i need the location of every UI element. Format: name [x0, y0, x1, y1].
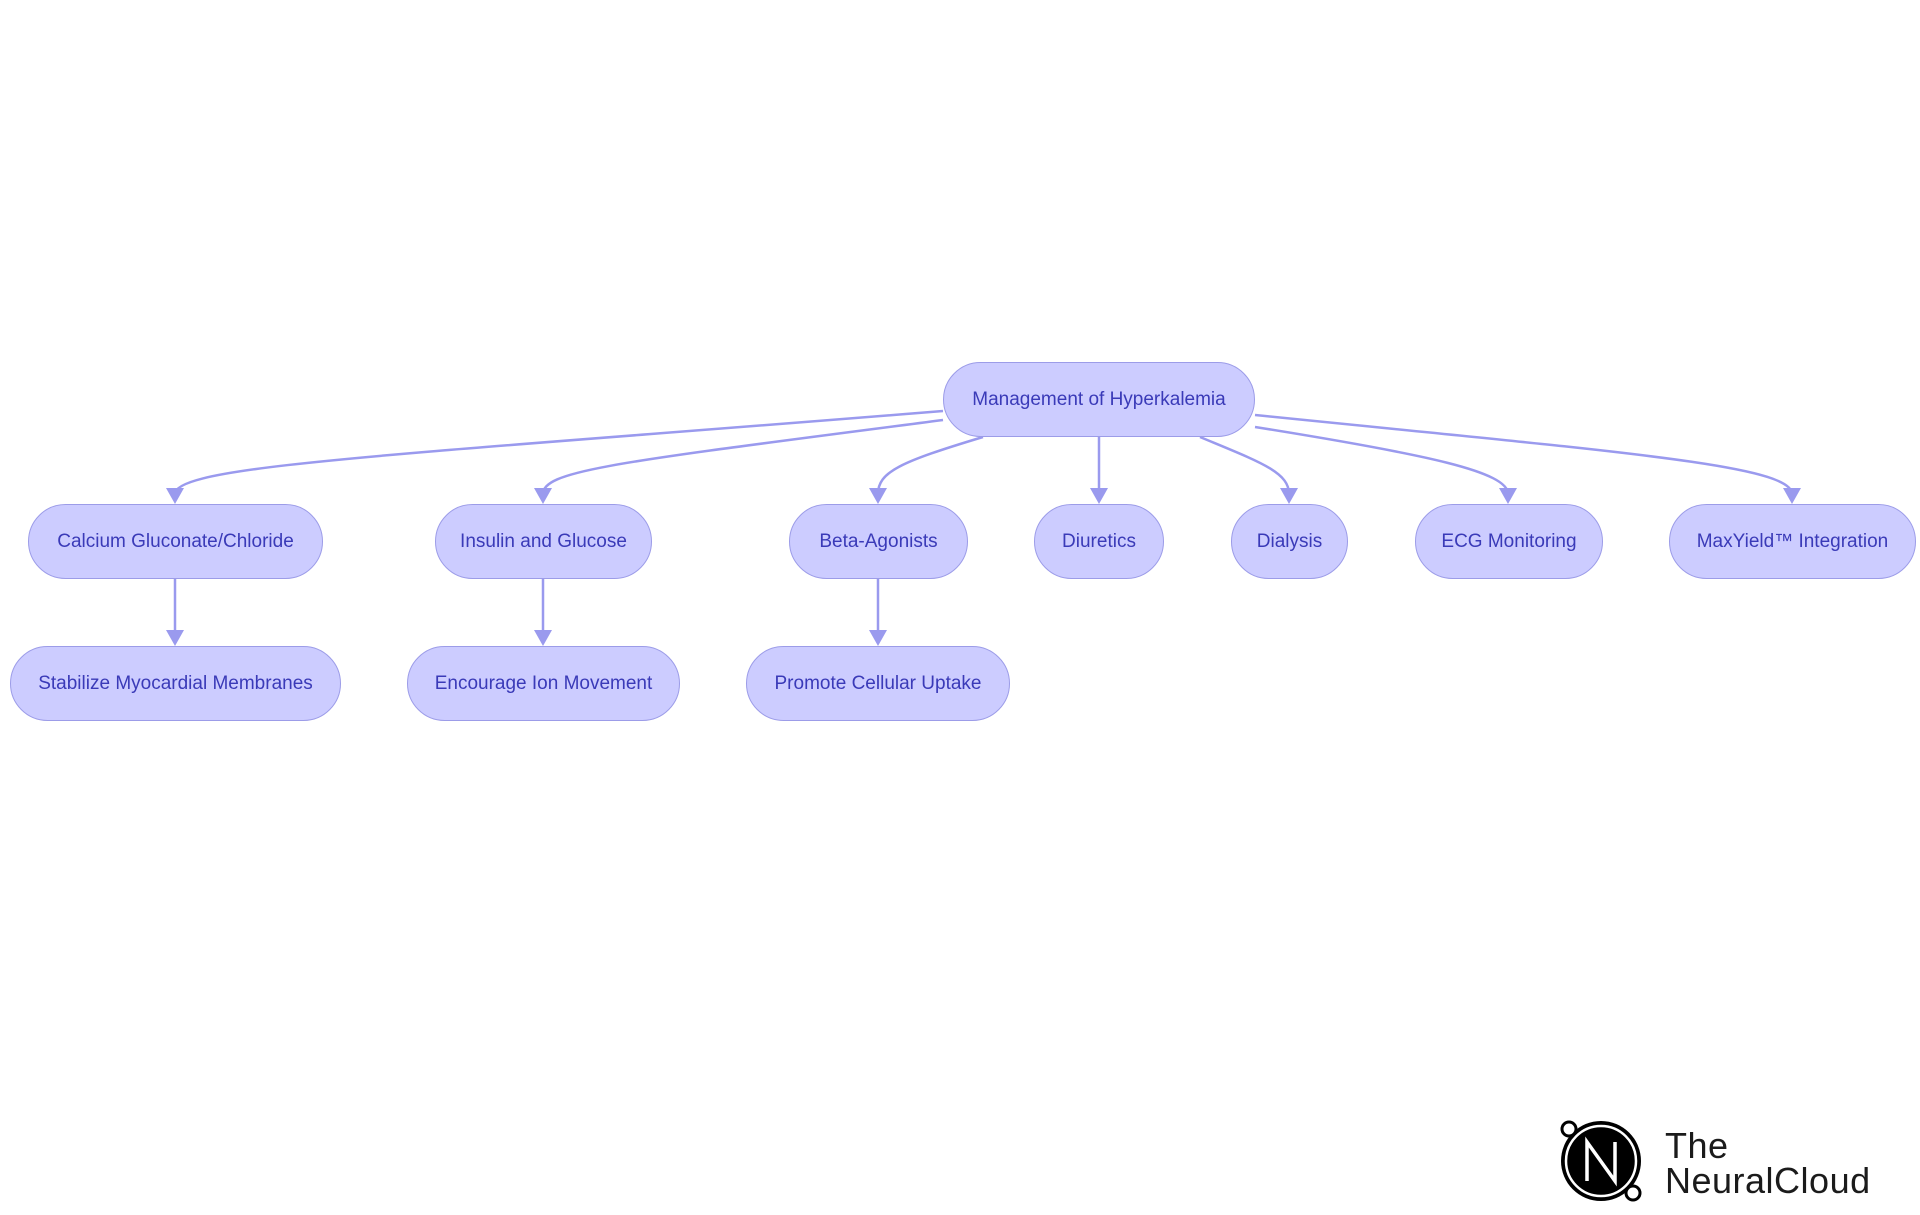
- arrow-beta: [869, 488, 887, 504]
- arrow-maxyield: [1783, 488, 1801, 504]
- node-encourage-ion-movement: Encourage Ion Movement: [407, 646, 680, 721]
- neuralcloud-logo: [1560, 1120, 1642, 1202]
- arrow-promote: [869, 630, 887, 646]
- node-calcium-gluconate-chloride: Calcium Gluconate/Chloride: [28, 504, 323, 579]
- node-dialysis: Dialysis: [1231, 504, 1348, 579]
- brand-name-line2: NeuralCloud: [1665, 1160, 1871, 1201]
- edge-root-beta: [876, 435, 984, 495]
- edge-root-maxyield: [1254, 413, 1794, 495]
- arrow-calcium: [166, 488, 184, 504]
- node-ecg-monitoring: ECG Monitoring: [1415, 504, 1603, 579]
- brand-name-line1: The: [1665, 1125, 1729, 1166]
- node-beta-agonists: Beta-Agonists: [789, 504, 968, 579]
- arrow-insulin: [534, 488, 552, 504]
- brand-lockup: The NeuralCloud: [1555, 1115, 1895, 1207]
- arrow-dialysis: [1280, 488, 1298, 504]
- edge-root-ecg: [1254, 425, 1510, 495]
- arrow-ecg: [1499, 488, 1517, 504]
- arrow-stabilize: [166, 630, 184, 646]
- node-maxyield-integration: MaxYield™ Integration: [1669, 504, 1916, 579]
- node-diuretics: Diuretics: [1034, 504, 1164, 579]
- arrow-diuretics: [1090, 488, 1108, 504]
- edge-root-calcium: [173, 409, 944, 495]
- node-management-of-hyperkalemia: Management of Hyperkalemia: [943, 362, 1255, 437]
- node-promote-cellular-uptake: Promote Cellular Uptake: [746, 646, 1010, 721]
- node-insulin-and-glucose: Insulin and Glucose: [435, 504, 652, 579]
- arrow-encourage: [534, 630, 552, 646]
- node-stabilize-myocardial-membranes: Stabilize Myocardial Membranes: [10, 646, 341, 721]
- edge-root-insulin: [541, 418, 944, 495]
- edge-root-dialysis: [1199, 435, 1291, 495]
